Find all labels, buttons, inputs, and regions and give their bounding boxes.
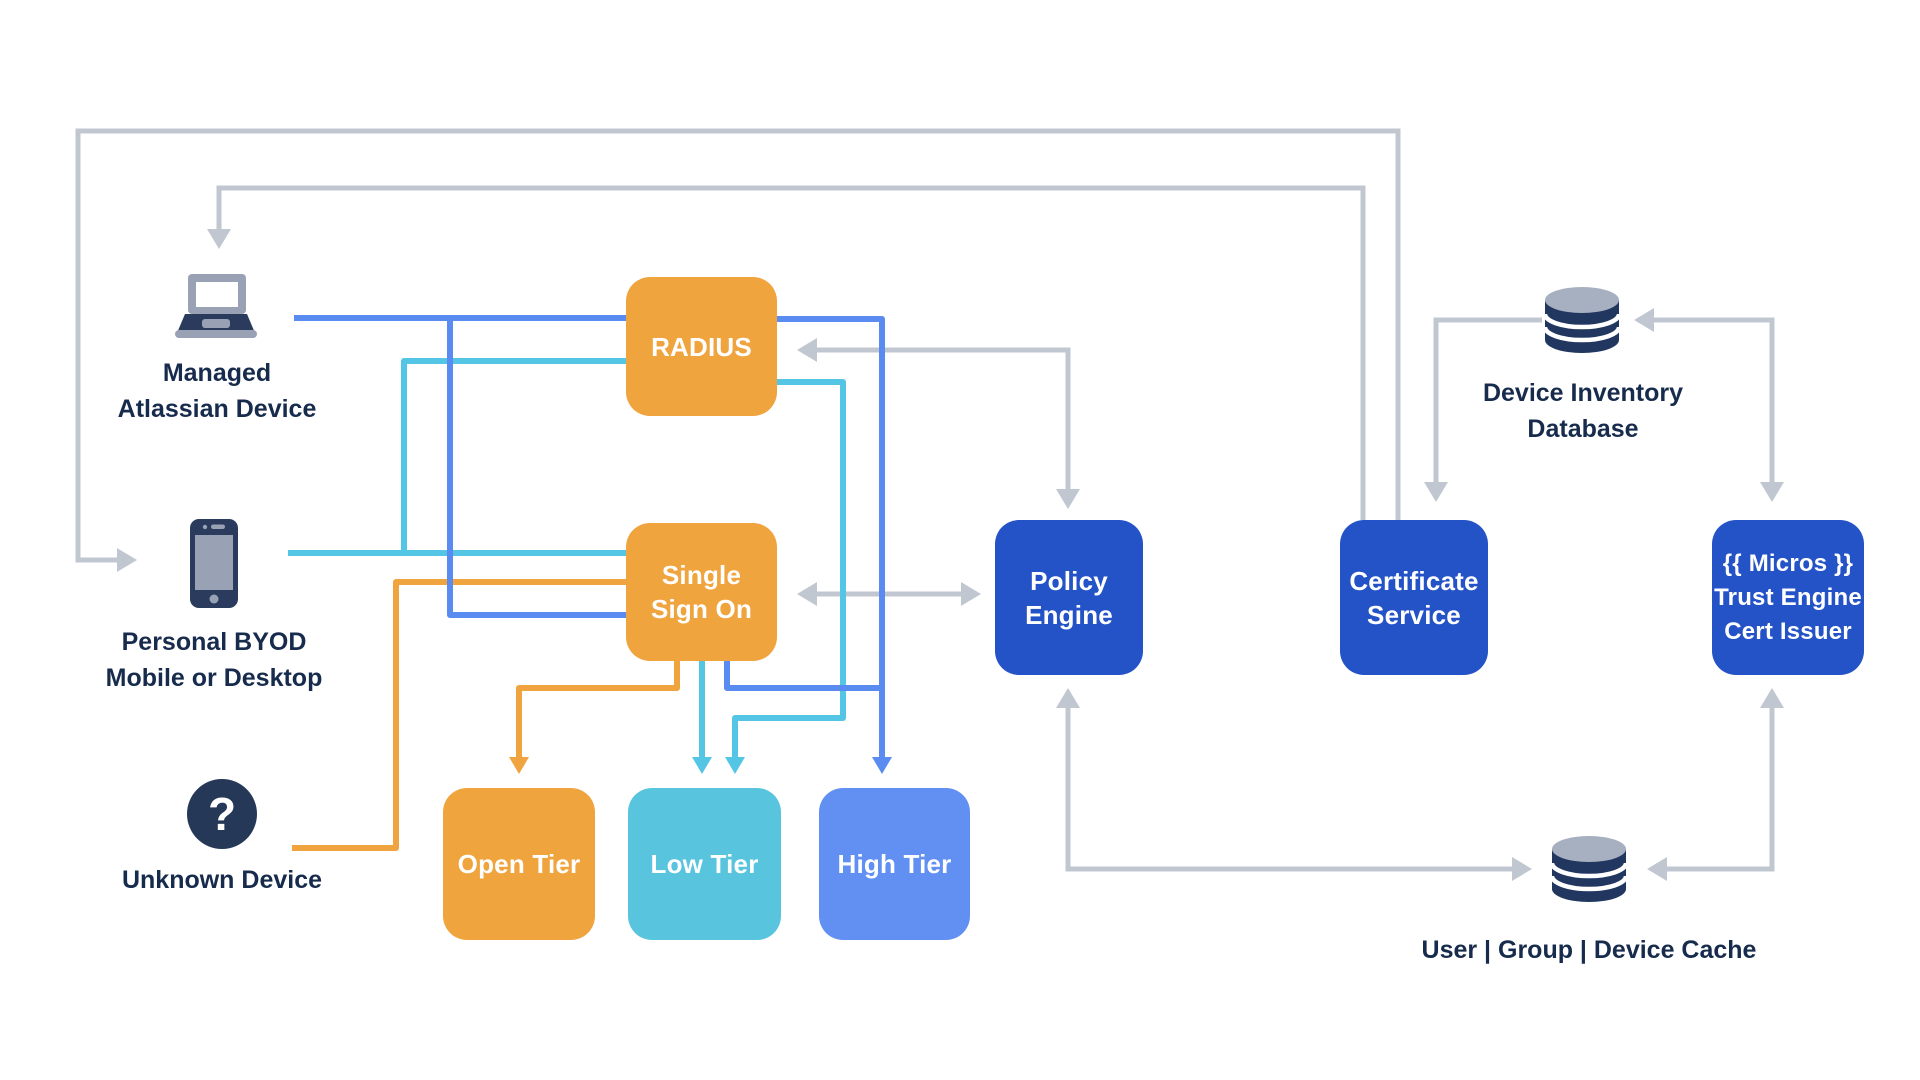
edge-laptop-to-sso: [447, 318, 626, 618]
cyan-arrowheads: [692, 757, 745, 774]
node-policy-line2: Engine: [1025, 599, 1113, 630]
node-low-tier-label: Low Tier: [650, 849, 759, 879]
edge-inventory-to-cert: [1433, 317, 1542, 482]
node-certificate-service: Certificate Service: [1340, 520, 1488, 675]
blue-arrowheads: [872, 757, 892, 774]
node-trust-line1: {{ Micros }}: [1722, 549, 1854, 577]
node-cert-line1: Certificate: [1349, 565, 1479, 596]
label-unknown-device: Unknown Device: [121, 866, 323, 894]
node-open-tier-label: Open Tier: [457, 849, 581, 879]
gray-arrowheads: [117, 229, 1784, 881]
question-mark-glyph: ?: [207, 788, 237, 840]
label-managed-line2: Atlassian Device: [117, 395, 317, 423]
orange-connectors: [292, 579, 680, 851]
edge-cert-to-laptop: [216, 185, 1366, 520]
node-policy-engine: Policy Engine: [995, 520, 1143, 675]
node-policy-line1: Policy: [1030, 565, 1108, 596]
question-mark-icon: [187, 779, 257, 849]
node-low-tier: Low Tier: [628, 788, 781, 940]
edge-sso-to-hightier: [724, 660, 882, 691]
database-icon-cache: [1549, 836, 1629, 902]
database-icon-inventory: [1542, 287, 1622, 353]
edge-radius-to-hightier: [777, 316, 885, 757]
edge-sso-to-opentier: [516, 660, 680, 757]
gray-connectors: [75, 128, 1775, 872]
edge-byod-to-radius: [401, 358, 626, 553]
orange-arrowheads: [509, 757, 529, 774]
label-device-inventory: Device Inventory Database: [1433, 375, 1733, 447]
label-inventory-line2: Database: [1527, 415, 1639, 443]
node-radius: RADIUS: [626, 277, 777, 416]
node-single-sign-on: Single Sign On: [626, 523, 777, 661]
phone-icon: [190, 519, 238, 608]
node-trust-engine: {{ Micros }} Trust Engine Cert Issuer: [1712, 520, 1864, 675]
node-trust-line3: Cert Issuer: [1724, 617, 1852, 645]
node-sso-line2: Sign On: [650, 594, 753, 624]
blue-connectors: [294, 315, 885, 757]
node-high-tier: High Tier: [819, 788, 970, 940]
edge-trust-to-inventory: [1654, 317, 1775, 482]
node-sso-line1: Single: [661, 560, 742, 590]
label-byod-line1: Personal BYOD: [121, 628, 307, 656]
laptop-icon: [175, 274, 257, 338]
node-open-tier: Open Tier: [443, 788, 595, 940]
label-byod-device: Personal BYOD Mobile or Desktop: [64, 624, 364, 696]
edge-policy-to-radius: [817, 347, 1071, 489]
edge-trust-to-cache: [1667, 708, 1775, 872]
edge-unknown-to-sso: [292, 579, 626, 851]
edge-cert-to-byod: [75, 128, 1401, 563]
label-managed-device: Managed Atlassian Device: [67, 355, 367, 427]
edge-radius-to-lowtier: [732, 379, 846, 757]
node-trust-line2: Trust Engine: [1714, 583, 1862, 611]
cyan-connectors: [288, 358, 846, 757]
label-inventory-line1: Device Inventory: [1482, 379, 1684, 407]
node-high-tier-label: High Tier: [837, 849, 952, 879]
label-managed-line1: Managed: [162, 359, 272, 387]
label-user-cache: User | Group | Device Cache: [1421, 936, 1757, 964]
node-radius-label: RADIUS: [651, 331, 752, 362]
node-cert-line2: Service: [1367, 599, 1461, 630]
label-byod-line2: Mobile or Desktop: [105, 664, 323, 692]
edge-policy-to-cache: [1065, 708, 1512, 872]
